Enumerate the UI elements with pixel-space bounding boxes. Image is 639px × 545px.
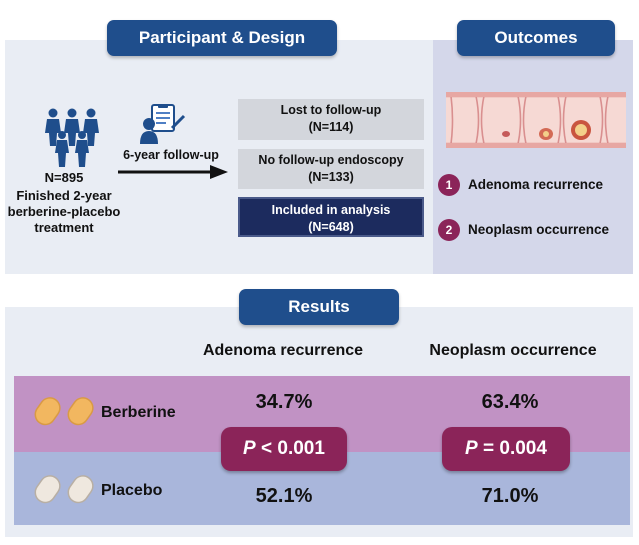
follow-up-arrow: [118, 165, 228, 179]
p-value-text: < 0.001: [255, 438, 325, 459]
no-endoscopy-count: (N=133): [308, 170, 354, 184]
placebo-pill-icon: [34, 475, 94, 504]
p-symbol: P: [243, 438, 256, 459]
berberine-adenoma-value: 34.7%: [255, 391, 313, 413]
outcome-neoplasm-occurrence: Neoplasm occurrence: [468, 222, 610, 237]
p-symbol: P: [465, 438, 478, 459]
lost-to-follow-up-box: Lost to follow-up (N=114): [238, 99, 424, 140]
no-follow-up-endoscopy-box: No follow-up endoscopy (N=133): [238, 149, 424, 189]
participant-design-title: Participant & Design: [107, 20, 337, 56]
population-icon: [45, 108, 99, 167]
berberine-neoplasm-value: 63.4%: [481, 391, 539, 413]
outcomes-panel: [433, 40, 633, 274]
included-count: (N=648): [308, 220, 354, 234]
p-value-adenoma: P < 0.001: [221, 427, 347, 471]
placebo-label: Placebo: [101, 482, 163, 499]
berberine-pill-icon: [34, 397, 94, 426]
lost-label: Lost to follow-up: [280, 103, 382, 117]
colon-illustration: [446, 92, 626, 148]
enrolled-count: N=895: [44, 170, 84, 185]
berberine-label: Berberine: [101, 404, 176, 421]
outcomes-title: Outcomes: [457, 20, 615, 56]
follow-up-label: 6-year follow-up: [123, 148, 219, 162]
outcome-1-badge: 1: [438, 174, 460, 196]
p-value-neoplasm: P = 0.004: [442, 427, 570, 471]
no-endoscopy-label: No follow-up endoscopy: [258, 153, 404, 167]
enrolled-description: Finished 2-year berberine-placebo treatm…: [7, 188, 121, 235]
outcome-2-badge: 2: [438, 219, 460, 241]
column-neoplasm-occurrence: Neoplasm occurrence: [429, 342, 597, 359]
column-adenoma-recurrence: Adenoma recurrence: [202, 342, 364, 359]
placebo-neoplasm-value: 71.0%: [481, 485, 539, 507]
p-value-text: = 0.004: [477, 438, 547, 459]
included-in-analysis-box: Included in analysis (N=648): [238, 197, 424, 237]
outcome-adenoma-recurrence: Adenoma recurrence: [468, 177, 604, 192]
results-title: Results: [239, 289, 399, 325]
included-label: Included in analysis: [271, 203, 391, 217]
doctor-clipboard-icon: [140, 104, 186, 144]
lost-count: (N=114): [308, 120, 354, 134]
placebo-adenoma-value: 52.1%: [255, 485, 313, 507]
